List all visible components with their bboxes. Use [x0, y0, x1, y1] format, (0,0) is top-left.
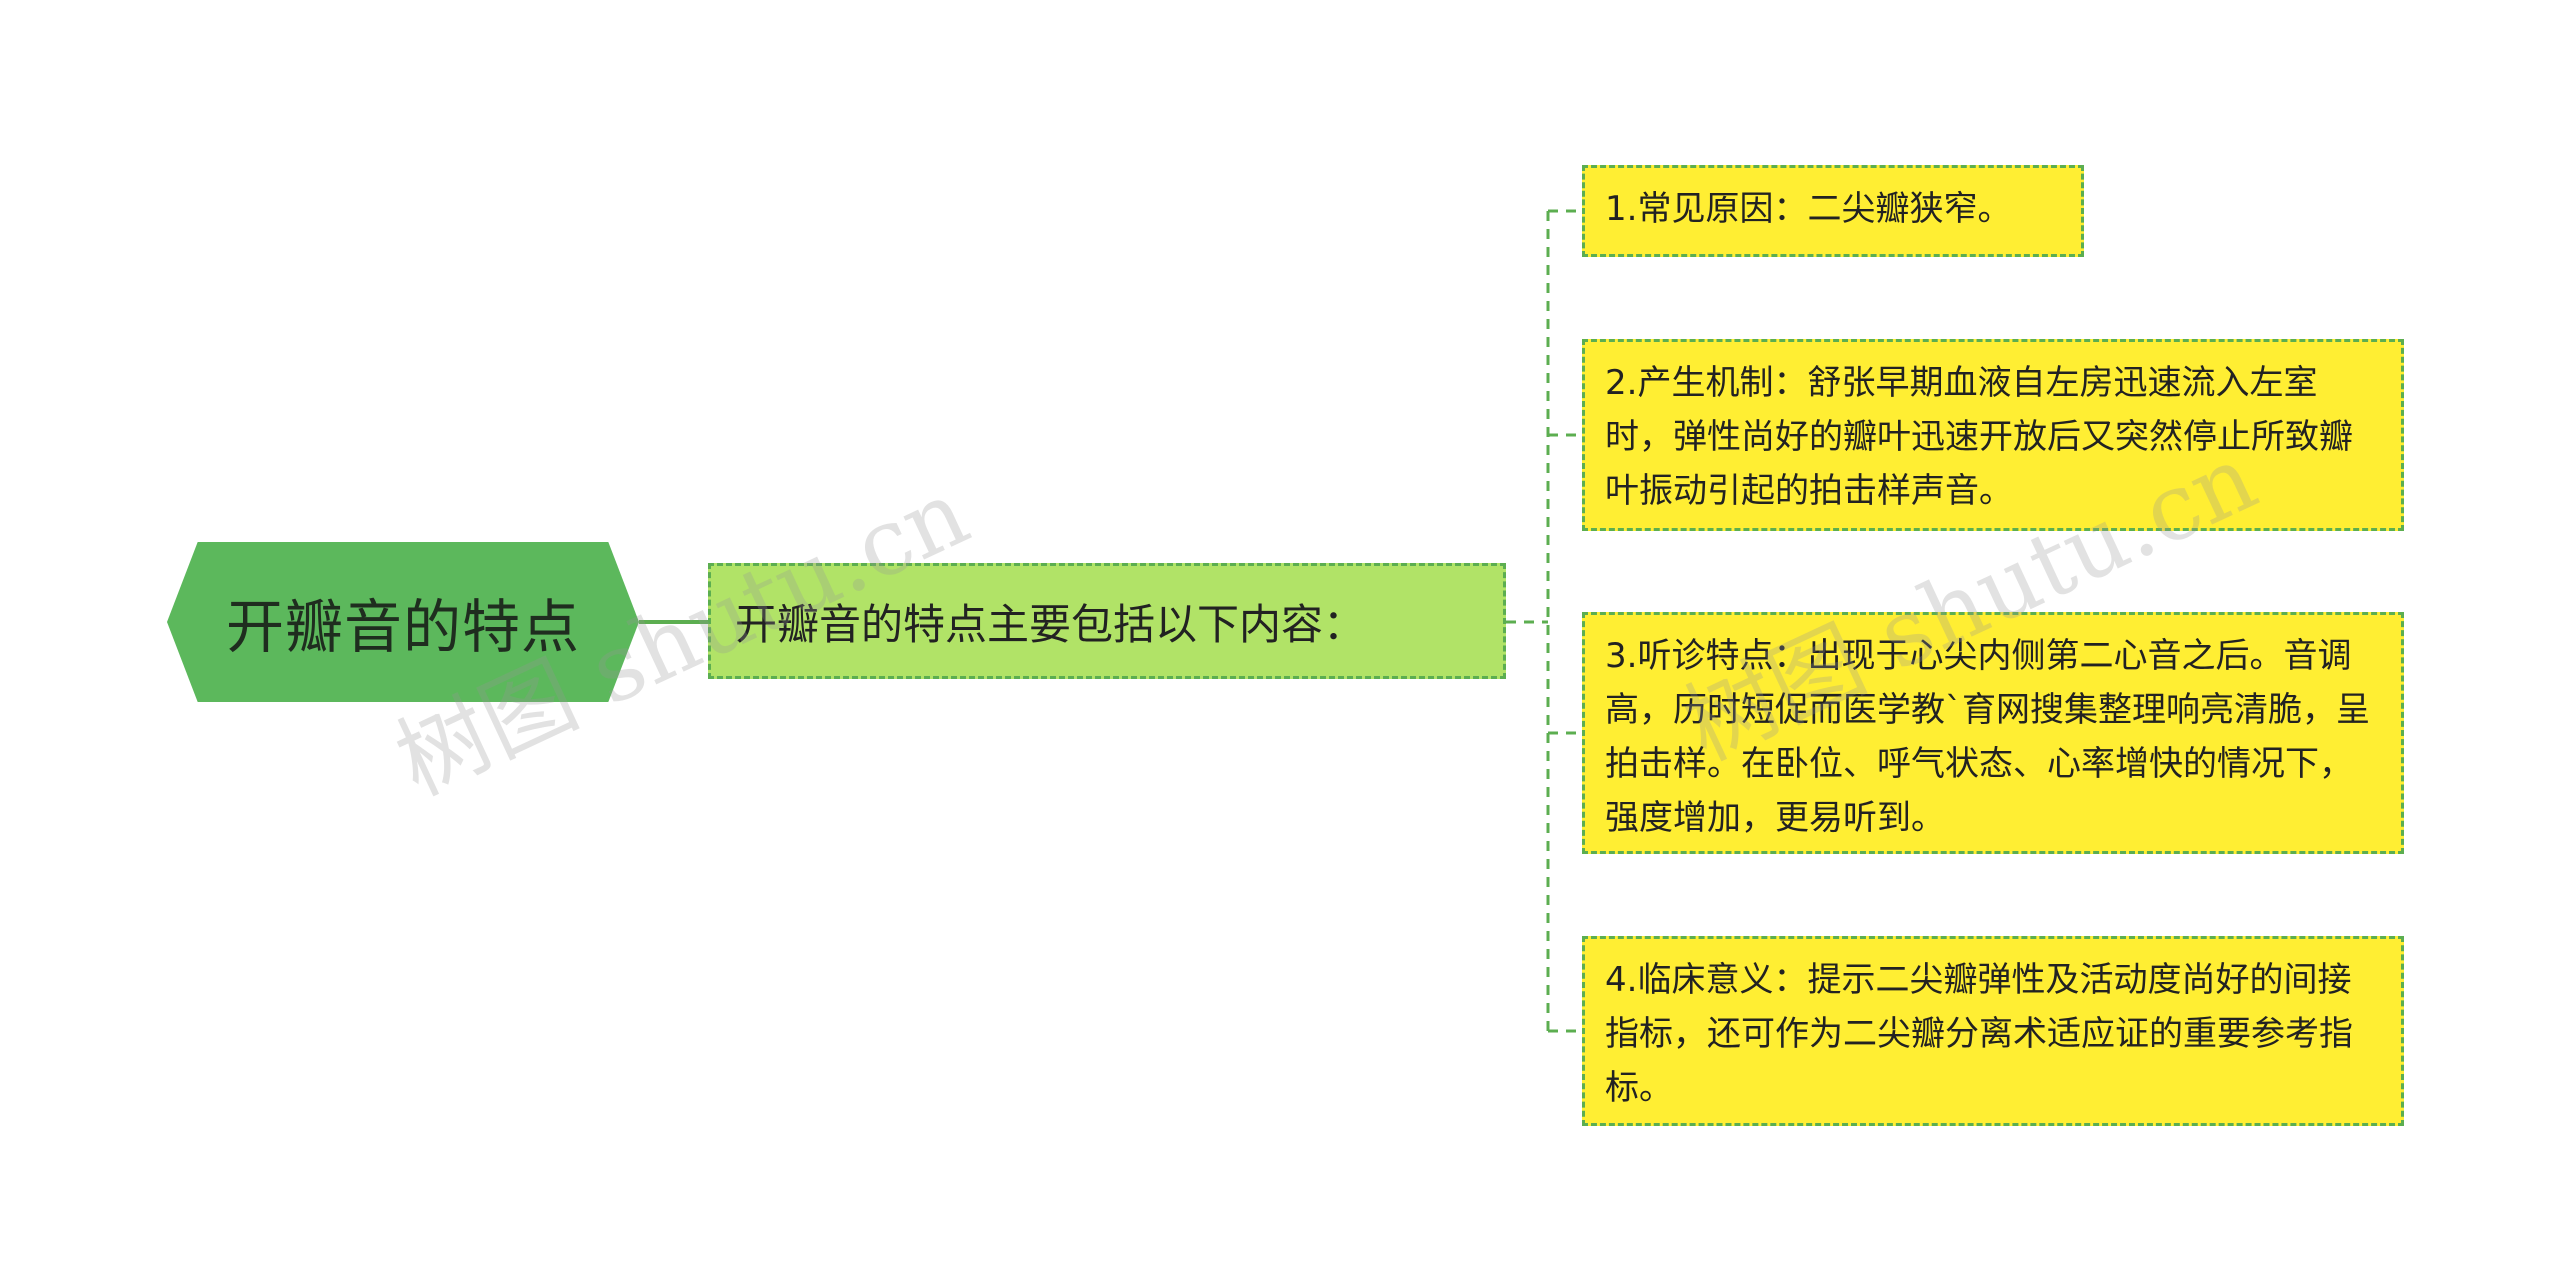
root-topic-label: 开瓣音的特点	[225, 593, 580, 661]
leaf-label: 4.临床意义：提示二尖瓣弹性及活动度尚好的间接指标，还可作为二尖瓣分离术适应证的…	[1605, 960, 2353, 1108]
leaf-node-auscultation[interactable]: 3.听诊特点：出现于心尖内侧第二心音之后。音调高，历时短促而医学教`育网搜集整理…	[1582, 612, 2404, 854]
leaf-label: 1.常见原因：二尖瓣狭窄。	[1605, 189, 2012, 229]
leaf-node-mechanism[interactable]: 2.产生机制：舒张早期血液自左房迅速流入左室时，弹性尚好的瓣叶迅速开放后又突然停…	[1582, 339, 2404, 531]
subtopic-label: 开瓣音的特点主要包括以下内容：	[735, 599, 1366, 649]
leaf-label: 2.产生机制：舒张早期血液自左房迅速流入左室时，弹性尚好的瓣叶迅速开放后又突然停…	[1605, 363, 2353, 511]
leaf-label: 3.听诊特点：出现于心尖内侧第二心音之后。音调高，历时短促而医学教`育网搜集整理…	[1605, 636, 2370, 838]
subtopic-node[interactable]: 开瓣音的特点主要包括以下内容：	[708, 563, 1506, 679]
leaf-node-clinical-significance[interactable]: 4.临床意义：提示二尖瓣弹性及活动度尚好的间接指标，还可作为二尖瓣分离术适应证的…	[1582, 936, 2404, 1126]
root-topic-node[interactable]: 开瓣音的特点	[167, 542, 639, 702]
leaf-node-cause[interactable]: 1.常见原因：二尖瓣狭窄。	[1582, 165, 2084, 257]
